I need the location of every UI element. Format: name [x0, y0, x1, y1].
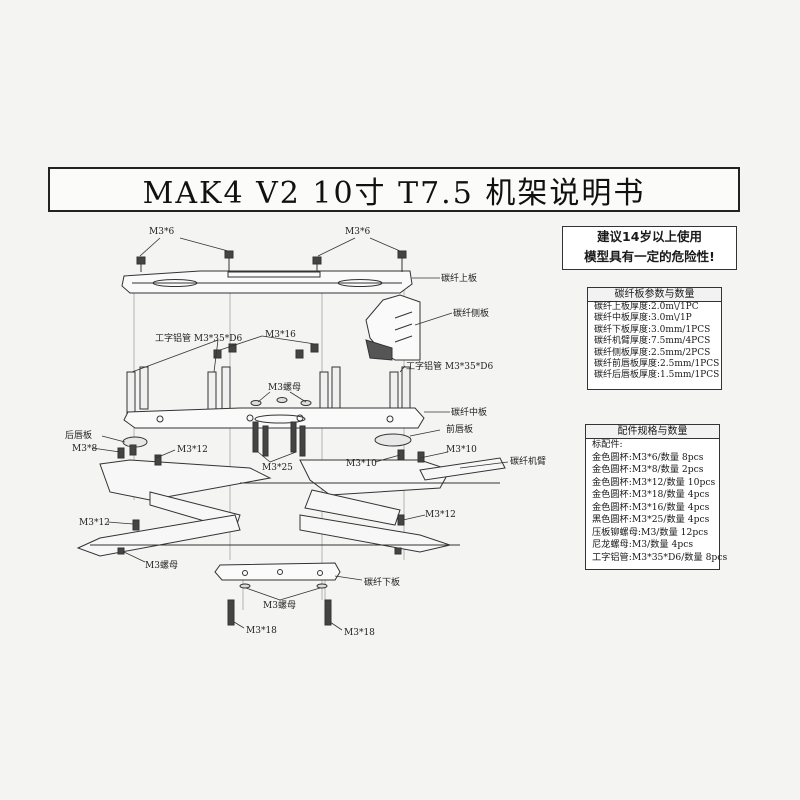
carbon-arms — [76, 457, 506, 557]
label-m3-nut-bottom: M3螺母 — [263, 600, 296, 611]
label-m3x16: M3*16 — [265, 330, 296, 340]
label-m3x6-right: M3*6 — [345, 227, 370, 237]
m3x16-screws — [213, 343, 319, 359]
middle-plate — [123, 407, 425, 429]
side-plate — [365, 294, 421, 361]
warning-line-2: 模型具有一定的危险性! — [584, 249, 715, 264]
age-warning: 建议14岁以上使用 模型具有一定的危险性! — [562, 226, 737, 270]
label-m3x18-left: M3*18 — [246, 626, 277, 636]
parts-row: 工字铝管:M3*35*D6/数量 8pcs — [592, 551, 728, 563]
plate-row: 碳纤前唇板厚度:2.5mm/1PCS — [594, 359, 720, 370]
label-standoff-right: 工字铝管 M3*35*D6 — [406, 360, 493, 372]
leader-lines — [91, 237, 509, 631]
bottom-plate — [214, 562, 341, 589]
parts-row: 黑色圆杯:M3*25/数量 4pcs — [592, 514, 710, 525]
parts-row: 金色圆杯:M3*18/数量 4pcs — [592, 489, 710, 500]
plate-row: 碳纤后唇板厚度:1.5mm/1PCS — [594, 370, 720, 381]
label-m3x10-left: M3*10 — [346, 459, 377, 469]
label-front-lip: 前唇板 — [446, 423, 473, 435]
label-m3x6-left: M3*6 — [149, 227, 174, 237]
label-m3x10-right: M3*10 — [446, 445, 477, 455]
label-m3x12-top: M3*12 — [177, 445, 208, 455]
plate-table-header: 碳纤板参数与数量 — [588, 288, 721, 302]
parts-row: 金色圆杯:M3*12/数量 10pcs — [592, 476, 716, 488]
front-lip-plate — [374, 433, 412, 447]
m3x18-screws — [227, 599, 332, 626]
label-m3-nut-left: M3螺母 — [145, 560, 178, 571]
parts-row: 金色圆杯:M3*6/数量 8pcs — [592, 451, 704, 463]
parts-table-header: 配件规格与数量 — [586, 425, 719, 439]
label-m3x12-right: M3*12 — [425, 510, 456, 520]
plate-row: 碳纤上板厚度:2.0m\/1PC — [594, 302, 699, 312]
parts-row: 压板铆螺母:M3/数量 12pcs — [592, 526, 709, 538]
title-box: MAK4 V2 10寸 T7.5 机架说明书 — [48, 167, 740, 212]
aluminium-standoffs — [126, 366, 411, 415]
label-m3x12-left: M3*12 — [79, 518, 110, 528]
middle-nuts — [250, 397, 312, 406]
document-title: MAK4 V2 10寸 T7.5 机架说明书 — [142, 175, 646, 211]
parts-row: 尼龙螺母:M3/数量 4pcs — [592, 539, 694, 550]
label-arm: 碳纤机臂 — [510, 455, 546, 467]
parts-spec-table: 配件规格与数量 标配件: 金色圆杯:M3*6/数量 8pcs 金色圆杯:M3*8… — [585, 424, 728, 570]
parts-row: 金色圆杯:M3*8/数量 2pcs — [592, 464, 704, 475]
label-middle-plate: 碳纤中板 — [451, 406, 487, 418]
parts-row: 标配件: — [592, 439, 623, 450]
top-plate — [121, 270, 413, 294]
label-standoff-left: 工字铝管 M3*35*D6 — [155, 332, 242, 344]
m3x25-screws — [252, 421, 306, 457]
top-screws — [136, 250, 407, 272]
plate-row: 碳纤侧板厚度:2.5mm/2PCS — [594, 347, 711, 358]
label-side-plate: 碳纤侧板 — [453, 307, 489, 319]
label-m3-nut-middle: M3螺母 — [268, 382, 301, 393]
plate-spec-table: 碳纤板参数与数量 碳纤上板厚度:2.0m\/1PC 碳纤中板厚度:3.0m\/1… — [587, 287, 722, 390]
plate-row: 碳纤机臂厚度:7.5mm/4PCS — [594, 336, 711, 347]
plate-row: 碳纤中板厚度:3.0m\/1P — [594, 313, 692, 324]
label-m3x18-right: M3*18 — [344, 628, 375, 638]
label-rear-lip: 后唇板 — [65, 429, 92, 441]
label-top-plate: 碳纤上板 — [441, 272, 477, 284]
parts-row: 金色圆杯:M3*16/数量 4pcs — [592, 501, 710, 513]
label-bottom-plate: 碳纤下板 — [364, 576, 400, 588]
plate-row: 碳纤下板厚度:3.0mm/1PCS — [594, 324, 711, 335]
label-m3x8: M3*8 — [72, 444, 97, 454]
label-m3x25: M3*25 — [262, 463, 293, 473]
warning-line-1: 建议14岁以上使用 — [597, 229, 702, 244]
